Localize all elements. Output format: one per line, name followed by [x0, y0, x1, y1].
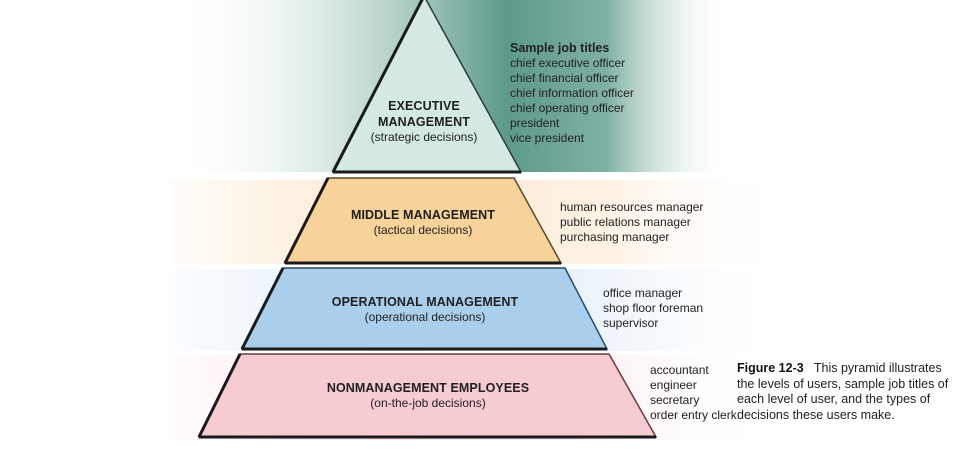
- nonmanagement-job-titles: accountant engineer secretary order entr…: [650, 363, 737, 423]
- level-decisions: (strategic decisions): [370, 130, 478, 144]
- job-title: office manager: [603, 286, 683, 300]
- level-decisions: (operational decisions): [364, 310, 486, 324]
- job-title: shop floor foreman: [603, 301, 704, 315]
- job-title: human resources manager: [560, 200, 704, 214]
- job-title: chief executive officer: [510, 56, 626, 70]
- operational-level-label: OPERATIONAL MANAGEMENT (operational deci…: [305, 294, 545, 325]
- operational-job-titles: office manager shop floor foreman superv…: [603, 286, 703, 331]
- job-title: vice president: [510, 131, 585, 145]
- job-titles-header: Sample job titles: [510, 41, 610, 55]
- job-title: order entry clerk: [650, 408, 737, 422]
- job-title: president: [510, 116, 560, 130]
- middle-job-titles: human resources manager public relations…: [560, 200, 703, 245]
- nonmanagement-level-label: NONMANAGEMENT EMPLOYEES (on-the-job deci…: [303, 380, 553, 411]
- job-title: public relations manager: [560, 215, 691, 229]
- level-title: EXECUTIVE: [388, 99, 460, 113]
- level-decisions: (on-the-job decisions): [370, 396, 486, 410]
- caption-text: This pyramid illustrates the levels of u…: [737, 361, 949, 422]
- job-title: accountant: [650, 363, 709, 377]
- level-decisions: (tactical decisions): [373, 223, 473, 237]
- job-title: secretary: [650, 393, 700, 407]
- level-title: MIDDLE MANAGEMENT: [350, 208, 496, 222]
- level-title: OPERATIONAL MANAGEMENT: [331, 295, 519, 309]
- job-title: supervisor: [603, 316, 659, 330]
- figure-caption: Figure 12-3 This pyramid illustrates the…: [737, 361, 952, 423]
- job-title: chief financial officer: [510, 71, 619, 85]
- executive-level-label: EXECUTIVE MANAGEMENT (strategic decision…: [354, 98, 494, 145]
- job-title: engineer: [650, 378, 697, 392]
- figure-label: Figure 12-3: [737, 361, 804, 375]
- job-title: chief operating officer: [510, 101, 625, 115]
- job-title: chief information officer: [510, 86, 634, 100]
- level-title: NONMANAGEMENT EMPLOYEES: [326, 381, 530, 395]
- level-title: MANAGEMENT: [378, 115, 470, 129]
- executive-job-titles: Sample job titles chief executive office…: [510, 40, 634, 146]
- job-title: purchasing manager: [560, 230, 670, 244]
- middle-level-label: MIDDLE MANAGEMENT (tactical decisions): [323, 207, 523, 238]
